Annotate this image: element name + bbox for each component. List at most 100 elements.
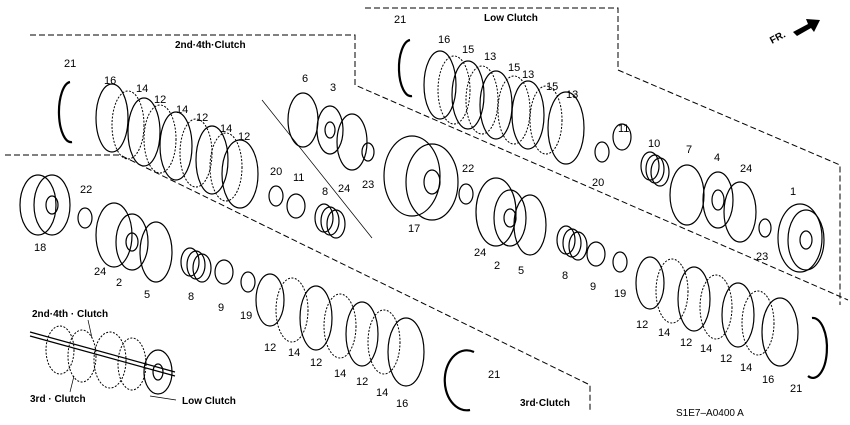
inset-label-3rd-clutch: 3rd · Clutch (30, 394, 86, 405)
callout: 19 (614, 288, 626, 300)
callout: 9 (590, 281, 596, 293)
return-spring (180, 247, 212, 283)
callout: 18 (34, 242, 46, 254)
callout: 10 (648, 138, 660, 150)
center-parts (383, 135, 628, 273)
callout: 12 (720, 353, 732, 365)
callout: 11 (618, 123, 629, 135)
plate-stack (423, 50, 585, 165)
second-fourth-clutch-parts (57, 80, 375, 239)
callout: 13 (566, 89, 578, 101)
left-parts (19, 174, 256, 293)
callout: 22 (462, 163, 474, 175)
callout: 5 (518, 265, 524, 277)
low-clutch-lower-parts (635, 256, 829, 379)
region-boundaries (5, 7, 849, 410)
callout: 2 (116, 277, 122, 289)
callout: 20 (592, 177, 604, 189)
callout: 20 (270, 166, 282, 178)
section-label-2nd-4th-clutch: 2nd·4th·Clutch (175, 40, 246, 51)
return-spring (314, 203, 346, 239)
return-spring (640, 151, 670, 187)
callout: 12 (636, 319, 648, 331)
callout: 21 (790, 383, 802, 395)
callout: 14 (136, 83, 148, 95)
callout: 19 (240, 310, 252, 322)
callout: 17 (408, 223, 420, 235)
callout: 12 (356, 376, 368, 388)
callouts-third: 12 14 12 14 12 14 16 21 (264, 342, 500, 410)
plate-stack (95, 83, 259, 209)
callout: 22 (80, 184, 92, 196)
snap-ring (397, 38, 413, 98)
callout: 7 (686, 144, 692, 156)
callout: 21 (64, 58, 76, 70)
arrow-icon (793, 19, 820, 36)
callouts-low: 21 16 15 13 15 13 15 13 11 10 20 7 4 24 … (394, 14, 796, 263)
callout: 21 (394, 14, 406, 26)
callout: 12 (264, 342, 276, 354)
callout: 3 (330, 82, 336, 94)
front-direction-indicator: FR. (768, 19, 820, 47)
callout: 8 (562, 270, 568, 282)
front-label: FR. (768, 29, 788, 46)
callout: 14 (658, 327, 670, 339)
clutch-drum-17 (383, 135, 459, 221)
callout: 24 (740, 163, 752, 175)
callout: 24 (94, 266, 106, 278)
diagram-code: S1E7–A0400 A (676, 408, 744, 419)
callouts-low-lower: 12 14 12 14 12 14 16 21 (636, 319, 802, 395)
callout: 15 (462, 44, 474, 56)
callout: 12 (154, 94, 166, 106)
clutch-drum-18 (19, 174, 71, 236)
snap-ring (57, 80, 73, 144)
low-clutch-parts (397, 38, 825, 273)
callout: 13 (522, 69, 534, 81)
third-clutch-parts (255, 273, 475, 412)
snap-ring (807, 316, 829, 379)
callouts-mid: 21 16 14 12 14 12 14 12 6 3 20 11 8 24 2… (64, 58, 626, 300)
clutch-drum (777, 203, 825, 273)
callout: 12 (238, 131, 250, 143)
callout: 14 (334, 368, 346, 380)
callouts-left: 22 18 24 2 5 8 9 19 (34, 184, 252, 322)
callout: 23 (756, 251, 768, 263)
callout: 8 (322, 186, 328, 198)
callout: 12 (680, 337, 692, 349)
callout: 16 (438, 34, 450, 46)
callout: 6 (302, 73, 308, 85)
callout: 5 (144, 289, 150, 301)
inset-label-low-clutch: Low Clutch (182, 396, 236, 407)
callout: 14 (176, 104, 188, 116)
callout: 23 (362, 179, 374, 191)
callout: 11 (293, 172, 304, 184)
callout: 24 (474, 247, 486, 259)
section-label-3rd-clutch: 3rd·Clutch (520, 398, 570, 409)
callout: 9 (218, 302, 224, 314)
callout: 16 (396, 398, 408, 410)
callout: 15 (546, 81, 558, 93)
callout: 12 (196, 112, 208, 124)
callout: 14 (376, 387, 388, 399)
callout: 21 (488, 369, 500, 381)
callout: 4 (714, 152, 720, 164)
callout: 14 (288, 347, 300, 359)
callout: 1 (790, 186, 796, 198)
callout: 14 (700, 343, 712, 355)
inset-assembly: 2nd·4th · Clutch 3rd · Clutch Low Clutch (29, 309, 236, 407)
callout: 14 (220, 123, 232, 135)
callout: 24 (338, 183, 350, 195)
callout: 15 (508, 62, 520, 74)
inset-label-2nd-4th-clutch: 2nd·4th · Clutch (32, 309, 108, 320)
callout: 12 (310, 357, 322, 369)
callout: 8 (188, 291, 194, 303)
return-spring (556, 225, 588, 261)
callout: 16 (104, 75, 116, 87)
snap-ring (443, 349, 475, 412)
callout: 2 (494, 260, 500, 272)
callout: 16 (762, 374, 774, 386)
section-label-low-clutch: Low Clutch (484, 13, 538, 24)
callout: 13 (484, 51, 496, 63)
callout: 14 (740, 362, 752, 374)
